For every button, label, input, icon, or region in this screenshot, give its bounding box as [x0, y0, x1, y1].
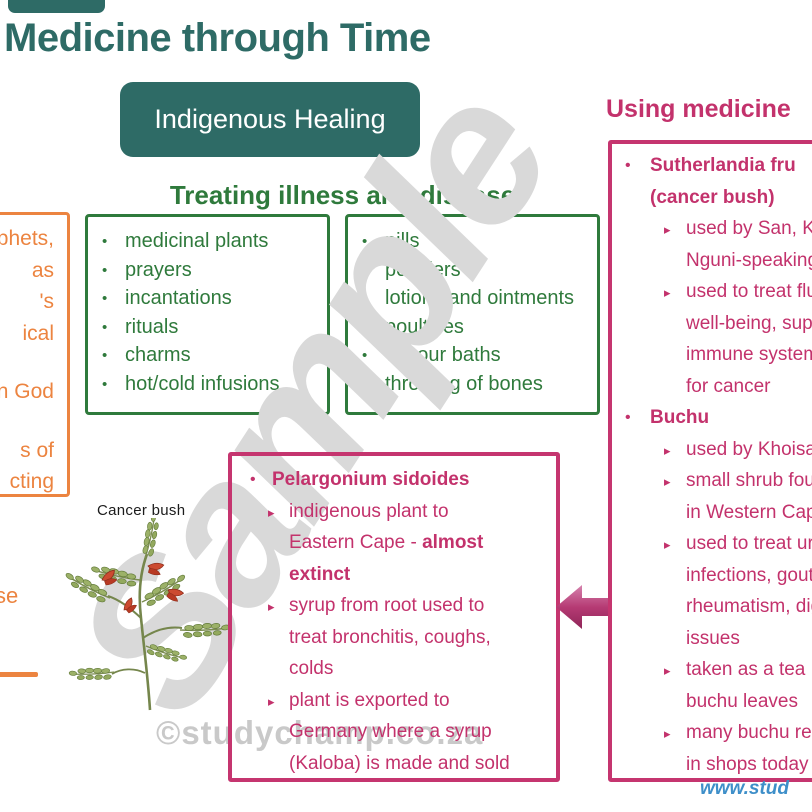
list-line: ▸syrup from root used to [232, 590, 556, 622]
bullet-icon: • [102, 318, 108, 336]
plant-svg [62, 511, 233, 711]
text-fragment: n God [0, 380, 54, 403]
list-line: immune system [686, 344, 812, 365]
bullet-icon: • [362, 261, 368, 279]
arrow-bullet-icon: ▸ [664, 663, 671, 678]
text-fragment: as [31, 258, 54, 282]
treatments-box-1: •medicinal plants •prayers •incantations… [85, 214, 330, 415]
bullet-icon: • [362, 375, 368, 393]
text-fragment: ical [22, 321, 54, 345]
arrow-bullet-icon: ▸ [664, 442, 671, 458]
list-line: rheumatism, dig [686, 596, 812, 617]
bullet-icon: • [102, 347, 108, 365]
treatments-box-2: •pills •powders •lotions and ointments •… [345, 214, 600, 415]
list-line: •Buchu [612, 402, 812, 434]
list-line: ▸used by Khoisa [612, 434, 812, 466]
figure-caption: Cancer bush [97, 502, 186, 519]
arrow-bullet-icon: ▸ [664, 285, 671, 300]
list-line: (Kaloba) is made and sold [289, 752, 510, 774]
teal-chip-fragment [8, 0, 105, 13]
list-item: •charms [88, 341, 327, 370]
orange-border-fragment [0, 672, 38, 677]
text-fragment: cting [9, 470, 54, 493]
list-line: treat bronchitis, coughs, [289, 626, 491, 648]
list-item: •medicinal plants [88, 227, 327, 256]
list-line: •Sutherlandia fru [612, 150, 812, 182]
bullet-icon: • [102, 375, 108, 393]
list-line: for cancer [686, 375, 771, 397]
arrow-bullet-icon: ▸ [664, 474, 671, 489]
using-medicine-panel: •Sutherlandia fru (cancer bush) ▸used by… [608, 140, 812, 782]
using-section-heading: Using medicine [606, 95, 791, 123]
text-fragment: 's [39, 290, 54, 313]
bullet-icon: • [102, 290, 108, 308]
list-item: •powders [348, 256, 597, 285]
list-line: colds [289, 658, 334, 679]
arrow-bullet-icon: ▸ [268, 693, 275, 709]
list-item: •pills [348, 227, 597, 256]
page-title: Medicine through Time [4, 16, 431, 60]
website-text: www.stud [700, 778, 790, 799]
arrow-bullet-icon: ▸ [664, 222, 671, 237]
list-line: ▸taken as a tea [612, 654, 812, 686]
bullet-icon: • [625, 157, 631, 174]
bullet-icon: • [362, 318, 368, 336]
text-fragment: phets, [0, 227, 54, 250]
copyright-watermark: ©studychamp.co.za [156, 714, 484, 751]
badge-label: Indigenous Healing [154, 104, 386, 134]
list-line: in shops today [686, 753, 809, 775]
left-arrow-icon [554, 582, 610, 637]
bullet-icon: • [250, 471, 256, 488]
list-line: ▸small shrub fou [612, 465, 812, 497]
list-item: •rituals [88, 313, 327, 342]
treating-section-heading: Treating illness and disease [169, 180, 516, 210]
text-fragment: se [0, 583, 19, 608]
list-line: Eastern Cape - almost [289, 532, 484, 553]
list-line: well-being, sup [686, 312, 812, 334]
arrow-bullet-icon: ▸ [268, 504, 275, 520]
list-line: Nguni-speaking [686, 249, 812, 271]
bullet-icon: • [362, 290, 368, 308]
arrow-bullet-icon: ▸ [664, 726, 671, 741]
list-line: ▸indigenous plant to [232, 496, 556, 528]
list-item: •vapour baths [348, 341, 597, 370]
bullet-icon: • [625, 409, 631, 426]
bullet-icon: • [102, 233, 108, 250]
list-item: •hot/cold infusions [88, 370, 327, 399]
arrow-bullet-icon: ▸ [268, 599, 275, 614]
bullet-icon: • [362, 347, 368, 365]
list-line: buchu leaves [686, 690, 798, 712]
list-item: •incantations [88, 284, 327, 313]
text-fragment: s of [20, 438, 54, 462]
list-line: infections, gout [686, 564, 812, 586]
list-line: ▸used by San, K [612, 213, 812, 245]
bullet-icon: • [102, 261, 108, 279]
list-item: •lotions and ointments [348, 284, 597, 313]
list-line: •Pelargonium sidoides [232, 464, 556, 496]
pelargonium-box: •Pelargonium sidoides ▸indigenous plant … [228, 452, 560, 782]
list-item: •throwing of bones [348, 370, 597, 399]
list-line: Germany where a syrup [289, 721, 492, 742]
list-item: •poultices [348, 313, 597, 342]
list-line: extinct [289, 563, 351, 585]
list-line: (cancer bush) [650, 186, 775, 208]
list-line: ▸used to treat ur [612, 528, 812, 560]
list-line: issues [686, 627, 740, 649]
cancer-bush-illustration [50, 511, 240, 718]
arrow-bullet-icon: ▸ [664, 537, 671, 552]
indigenous-healing-badge: Indigenous Healing [120, 82, 420, 157]
list-line: ▸many buchu re [612, 717, 812, 749]
healers-box-cutoff: phets, as 's ical n God s of cting [0, 212, 70, 497]
list-line: ▸used to treat flu [612, 276, 812, 308]
list-item: •prayers [88, 256, 327, 285]
bullet-icon: • [362, 233, 368, 250]
list-line: in Western Cap [686, 501, 812, 523]
list-line: ▸plant is exported to [232, 685, 556, 717]
